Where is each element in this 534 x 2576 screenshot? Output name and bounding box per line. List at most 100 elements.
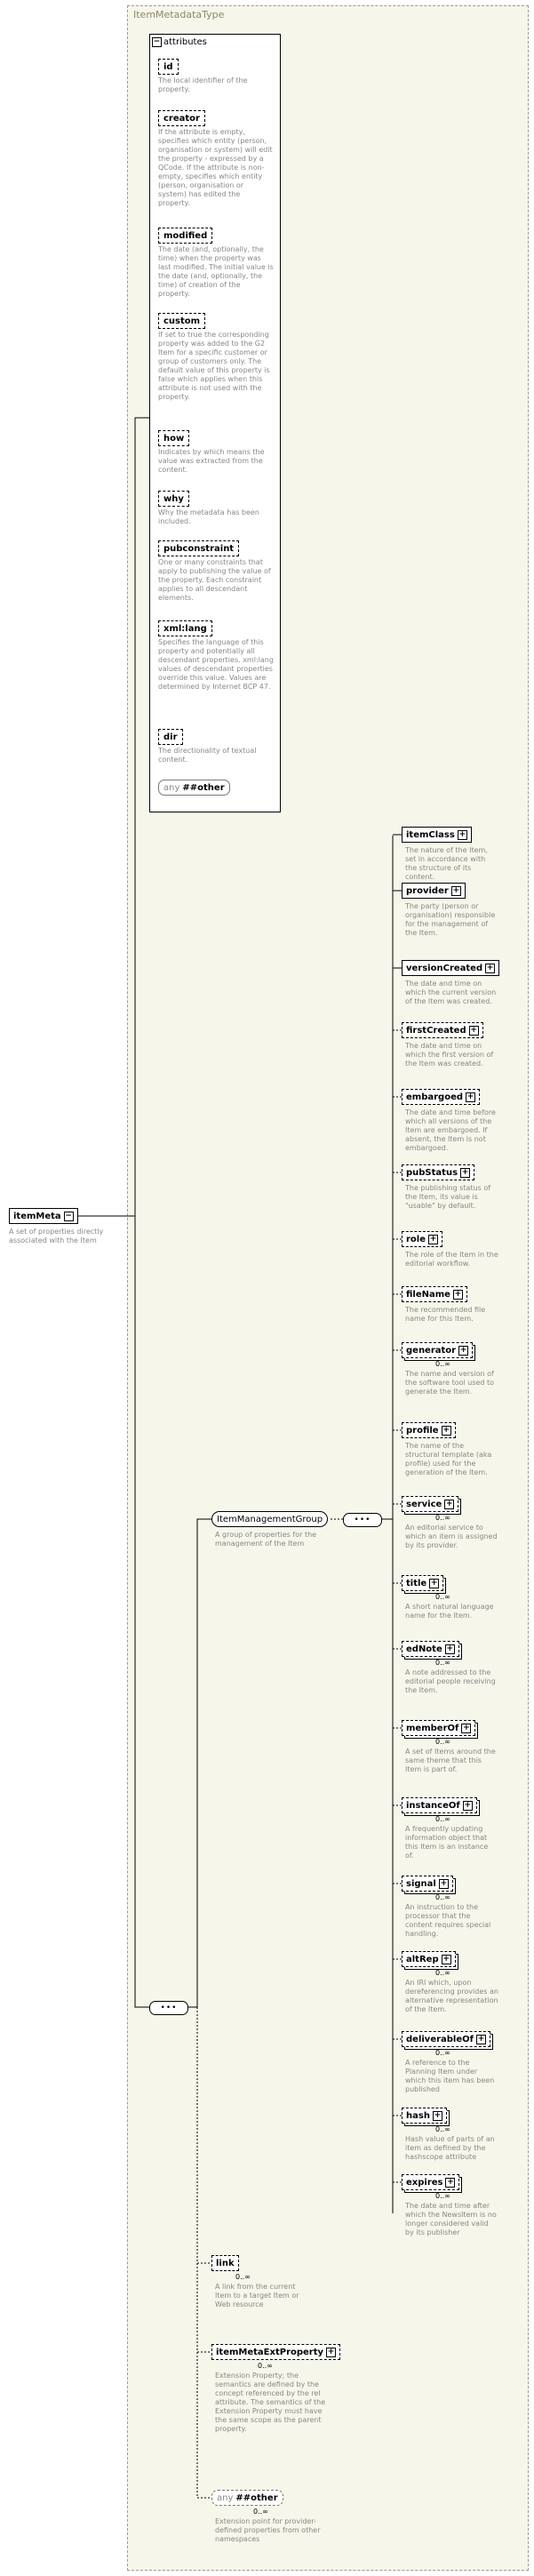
attribute-dir-desc: The directionality of textual content. — [158, 747, 257, 764]
occurrence-edNote: 0..∞ — [435, 1659, 450, 1667]
attribute-custom-desc: If set to true the corresponding propert… — [158, 331, 270, 401]
any-other-desc: Extension point for provider-defined pro… — [215, 2517, 321, 2543]
desc-embargoed: The date and time before which all versi… — [405, 1108, 496, 1152]
desc-altRep: An IRI which, upon dereferencing provide… — [405, 1979, 498, 2013]
element-profile[interactable]: profile+ — [402, 1422, 456, 1438]
attribute-pubconstraint-desc: One or many constraints that apply to pu… — [158, 558, 271, 602]
element-title[interactable]: title+ — [402, 1575, 444, 1591]
expand-icon[interactable]: + — [450, 885, 461, 896]
occurrence-expires: 0..∞ — [435, 2192, 450, 2200]
desc-service: An editorial service to which an item is… — [405, 1524, 498, 1549]
ext-desc: Extension Property; the semantics are de… — [215, 2372, 326, 2433]
element-embargoed[interactable]: embargoed+ — [402, 1089, 481, 1105]
expand-icon[interactable]: + — [445, 2177, 456, 2188]
element-fileName[interactable]: fileName+ — [402, 1286, 467, 1302]
occurrence-instanceOf: 0..∞ — [435, 1815, 450, 1823]
ext-occurrence: 0..∞ — [258, 2362, 273, 2370]
desc-edNote: A note addressed to the editorial people… — [405, 1668, 496, 1694]
element-instanceOf[interactable]: instanceOf+ — [402, 1797, 477, 1813]
element-any-other[interactable]: any ##other — [211, 2490, 283, 2506]
desc-fileName: The recommended file name for this Item. — [405, 1306, 486, 1323]
expand-icon[interactable]: + — [428, 1234, 439, 1244]
desc-memberOf: A set of Items around the same theme tha… — [405, 1748, 496, 1773]
element-role[interactable]: role+ — [402, 1231, 443, 1247]
element-expires[interactable]: expires+ — [402, 2174, 460, 2190]
attribute-dir[interactable]: dir — [158, 729, 183, 745]
attribute-id[interactable]: id — [158, 59, 179, 75]
collapse-icon[interactable]: − — [152, 36, 162, 47]
attribute-pubconstraint[interactable]: pubconstraint — [158, 540, 240, 556]
attribute-modified[interactable]: modified — [158, 228, 213, 244]
desc-role: The role of the Item in the editorial wo… — [405, 1251, 498, 1268]
expand-icon[interactable]: + — [432, 2110, 442, 2121]
expand-icon[interactable]: + — [468, 1025, 479, 1036]
desc-instanceOf: A frequently updating information object… — [405, 1825, 489, 1860]
collapse-icon[interactable]: − — [63, 1211, 74, 1221]
attribute-creator[interactable]: creator — [158, 110, 205, 126]
group-ItemManagementGroup[interactable]: ItemManagementGroup — [211, 1511, 329, 1527]
attributes-header[interactable]: − attributes — [152, 36, 207, 47]
attributes-panel — [149, 34, 281, 812]
expand-icon[interactable]: + — [466, 1092, 476, 1102]
attribute-xml-lang[interactable]: xml:lang — [158, 620, 212, 636]
expand-icon[interactable]: + — [326, 2347, 337, 2357]
desc-expires: The date and time after which the NewsIt… — [405, 2202, 497, 2236]
expand-icon[interactable]: + — [461, 1723, 472, 1733]
element-generator[interactable]: generator+ — [402, 1342, 474, 1358]
expand-icon[interactable]: + — [444, 1499, 455, 1509]
occurrence-generator: 0..∞ — [435, 1360, 450, 1368]
link-occurrence: 0..∞ — [235, 2273, 251, 2281]
element-service[interactable]: service+ — [402, 1496, 459, 1512]
element-pubStatus[interactable]: pubStatus+ — [402, 1164, 475, 1180]
element-signal[interactable]: signal+ — [402, 1876, 453, 1892]
occurrence-service: 0..∞ — [435, 1514, 450, 1522]
expand-icon[interactable]: + — [452, 1289, 463, 1300]
root-desc: A set of properties directly associated … — [9, 1228, 104, 1244]
attribute-modified-desc: The date (and, optionally, the time) whe… — [158, 245, 274, 298]
group-desc: A group of properties for the management… — [215, 1531, 317, 1548]
element-firstCreated[interactable]: firstCreated+ — [402, 1022, 483, 1038]
expand-icon[interactable]: + — [441, 1425, 451, 1436]
attribute-creator-desc: If the attribute is empty, specifies whi… — [158, 128, 273, 207]
element-itemMetaExtProperty[interactable]: itemMetaExtProperty + — [211, 2344, 341, 2360]
attribute-why[interactable]: why — [158, 491, 189, 507]
element-versionCreated[interactable]: versionCreated+ — [402, 960, 500, 976]
desc-generator: The name and version of the software too… — [405, 1370, 495, 1396]
expand-icon[interactable]: + — [485, 963, 496, 973]
element-link[interactable]: link — [211, 2255, 239, 2271]
element-altRep[interactable]: altRep+ — [402, 1951, 456, 1967]
desc-provider: The party (person or organisation) respo… — [405, 902, 496, 937]
attribute-custom[interactable]: custom — [158, 313, 206, 329]
element-hash[interactable]: hash+ — [402, 2108, 447, 2124]
expand-icon[interactable]: + — [462, 1800, 473, 1811]
element-provider[interactable]: provider+ — [402, 883, 466, 899]
element-edNote[interactable]: edNote+ — [402, 1641, 459, 1657]
element-memberOf[interactable]: memberOf+ — [402, 1720, 476, 1736]
main-sequence-compositor[interactable]: ••• — [149, 2001, 188, 2015]
element-itemClass[interactable]: itemClass+ — [402, 827, 472, 843]
occurrence-memberOf: 0..∞ — [435, 1738, 450, 1746]
expand-icon[interactable]: + — [476, 2034, 486, 2044]
expand-icon[interactable]: + — [457, 829, 467, 840]
expand-icon[interactable]: + — [438, 1878, 449, 1889]
expand-icon[interactable]: + — [444, 1644, 455, 1654]
occurrence-deliverableOf: 0..∞ — [435, 2049, 450, 2057]
expand-icon[interactable]: + — [458, 1345, 469, 1356]
desc-signal: An instruction to the processor that the… — [405, 1903, 491, 1938]
attribute-id-desc: The local identifier of the property. — [158, 76, 248, 93]
attribute-why-desc: Why the metadata has been included. — [158, 508, 259, 525]
expand-icon[interactable]: + — [460, 1167, 471, 1178]
group-sequence-compositor[interactable]: ••• — [343, 1513, 382, 1527]
root-element-itemMeta[interactable]: itemMeta − — [9, 1208, 78, 1224]
any-other-occurrence: 0..∞ — [253, 2508, 268, 2516]
occurrence-hash: 0..∞ — [435, 2125, 450, 2133]
element-deliverableOf[interactable]: deliverableOf+ — [402, 2031, 490, 2047]
attribute-how[interactable]: how — [158, 430, 190, 446]
desc-pubStatus: The publishing status of the Item, its v… — [405, 1184, 491, 1210]
attribute-any-other[interactable]: any ##other — [158, 780, 230, 796]
expand-icon[interactable]: + — [429, 1578, 440, 1588]
occurrence-altRep: 0..∞ — [435, 1969, 450, 1977]
desc-itemClass: The nature of the Item, set in accordanc… — [405, 846, 488, 881]
expand-icon[interactable]: + — [441, 1954, 451, 1964]
